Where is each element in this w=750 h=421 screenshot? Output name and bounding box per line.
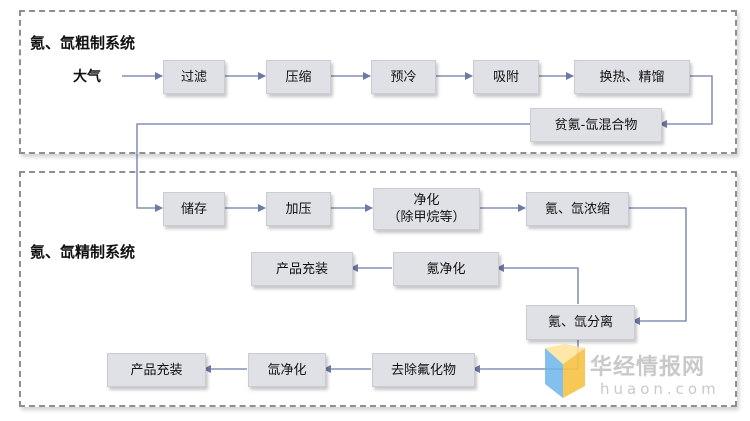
lean-mixture-box: 贫氪-氙混合物: [530, 108, 662, 142]
purify-sublabel: （除甲烷等）: [387, 210, 466, 225]
xenon-product-pack-box: 产品充装: [107, 353, 206, 387]
adsorb-box: 吸附: [473, 60, 539, 94]
krypton-product-pack-box: 产品充装: [251, 252, 353, 286]
separate-box: 氪、氙分离: [526, 305, 635, 340]
heat-exchange-box: 换热、精馏: [574, 60, 690, 94]
compress-box: 压缩: [266, 60, 331, 94]
arrow-concentrate-to-separate: [627, 207, 687, 325]
precool-box: 预冷: [371, 60, 436, 94]
purify-box: 净化 （除甲烷等）: [373, 188, 480, 230]
refine-system-section: [19, 171, 737, 407]
concentrate-box: 氪、氙浓缩: [526, 192, 629, 226]
krypton-purify-box: 氪净化: [393, 252, 499, 286]
watermark-url: huaon.com: [600, 380, 720, 398]
xenon-purify-box: 氙净化: [248, 353, 326, 387]
crude-system-title: 氪、氙粗制系统: [30, 34, 136, 52]
defluoride-box: 去除氟化物: [372, 353, 475, 387]
watermark-logo-icon: [545, 344, 585, 398]
crude-system-section: [19, 10, 737, 154]
arrow-leanmix-to-storage: [136, 123, 530, 212]
watermark-text: 华经情报网: [590, 355, 706, 380]
refine-system-title: 氪、氙精制系统: [30, 243, 136, 261]
arrow-separate-to-krpurify: [496, 264, 579, 304]
arrow-heatexchange-to-leanmix: [659, 75, 713, 128]
pressurize-box: 加压: [266, 192, 331, 226]
atmosphere-label: 大气: [73, 69, 101, 85]
storage-box: 储存: [163, 192, 225, 226]
filter-box: 过滤: [163, 60, 225, 94]
purify-label: 净化: [413, 193, 440, 208]
